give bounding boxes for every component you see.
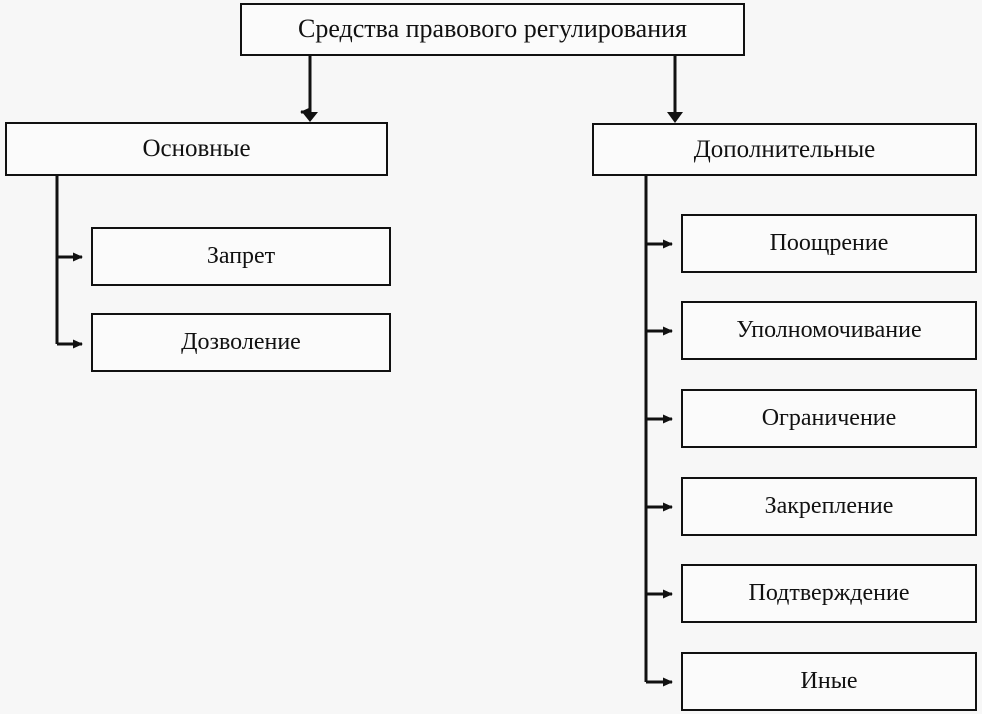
node-extra-child-4-label: Закрепление: [764, 493, 894, 520]
node-extra-child-6[interactable]: Иные: [681, 652, 977, 711]
node-extra-child-6-label: Иные: [800, 668, 858, 695]
node-extra-child-4[interactable]: Закрепление: [681, 477, 977, 536]
connector-root-to-extra: [667, 56, 683, 123]
node-extra-child-2[interactable]: Уполномочивание: [681, 301, 977, 360]
node-branch-main[interactable]: Основные: [5, 122, 388, 176]
node-main-child-1[interactable]: Запрет: [91, 227, 391, 286]
connector-main-branch: [55, 176, 83, 349]
node-branch-main-label: Основные: [142, 135, 251, 163]
node-extra-child-3-label: Ограничение: [761, 405, 897, 432]
node-extra-child-5-label: Подтверждение: [748, 580, 910, 607]
node-branch-extra[interactable]: Дополнительные: [592, 123, 977, 176]
node-root-label: Средства правового регулирования: [297, 14, 688, 44]
connector-root-to-main: [300, 56, 318, 122]
node-main-child-2-label: Дозволение: [181, 329, 301, 356]
node-extra-child-1-label: Поощрение: [769, 230, 889, 257]
node-main-child-2[interactable]: Дозволение: [91, 313, 391, 372]
connector-extra-branch: [644, 176, 673, 687]
node-extra-child-2-label: Уполномочивание: [736, 317, 922, 344]
node-branch-extra-label: Дополнительные: [693, 135, 876, 163]
node-extra-child-3[interactable]: Ограничение: [681, 389, 977, 448]
node-main-child-1-label: Запрет: [206, 243, 276, 270]
node-root[interactable]: Средства правового регулирования: [240, 3, 745, 56]
node-extra-child-1[interactable]: Поощрение: [681, 214, 977, 273]
node-extra-child-5[interactable]: Подтверждение: [681, 564, 977, 623]
